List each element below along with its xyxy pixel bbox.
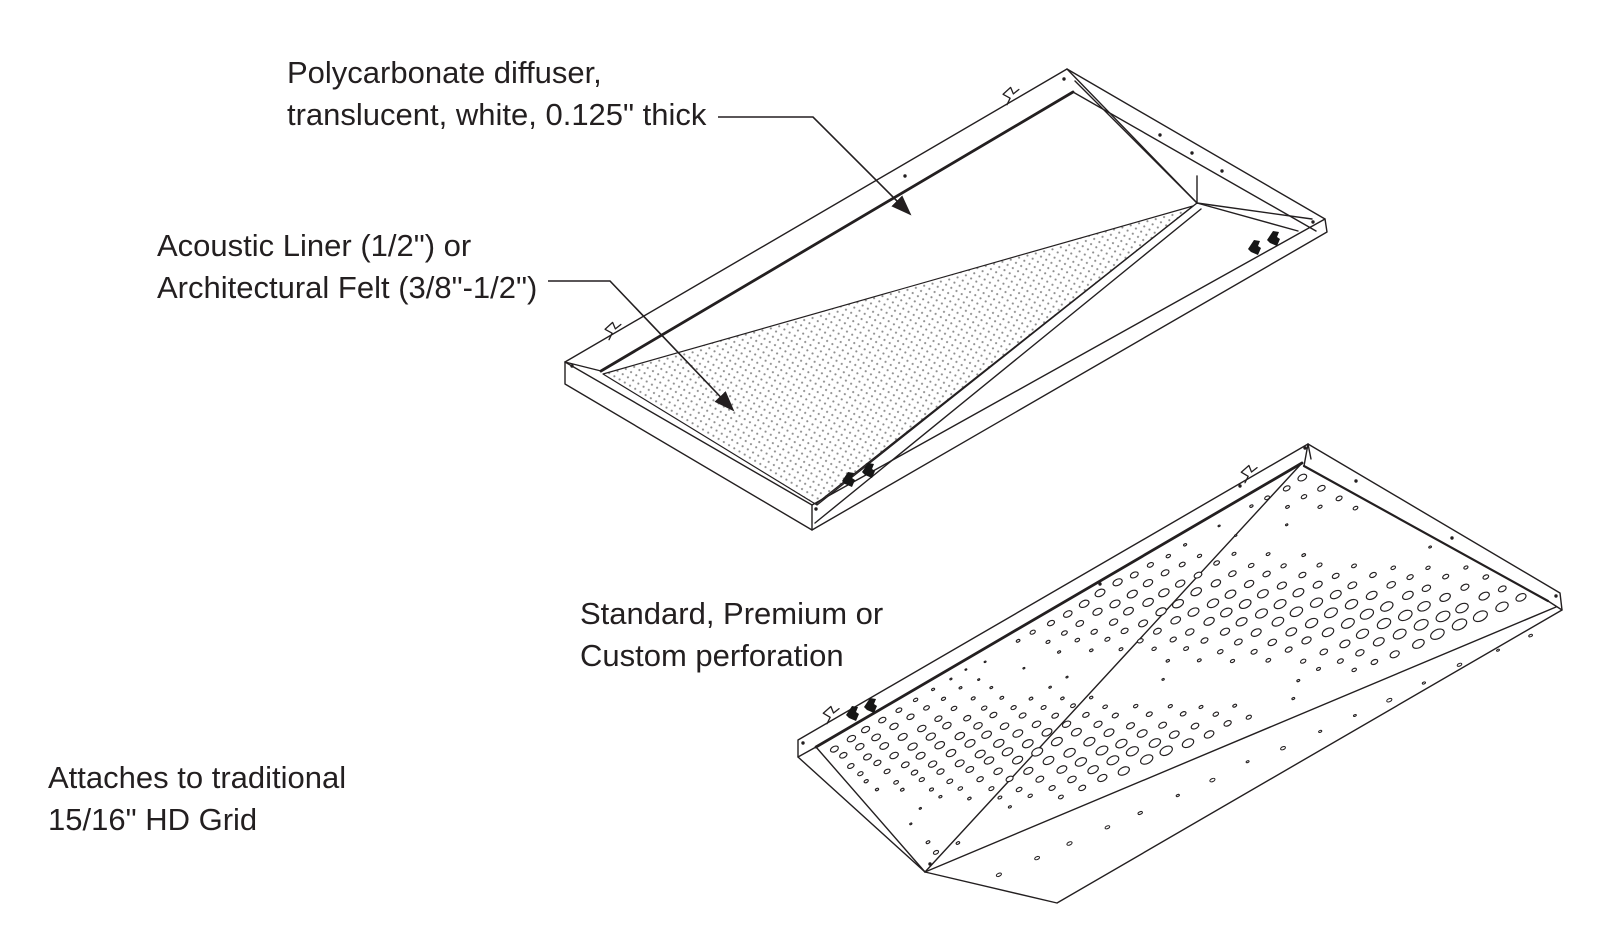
- diffuser-label: Polycarbonate diffuser, translucent, whi…: [287, 52, 706, 136]
- perforation-label-line1: Standard, Premium or: [580, 596, 884, 631]
- liner-label-line2: Architectural Felt (3/8"-1/2"): [157, 270, 538, 305]
- inner-rim-lower-2: [814, 208, 1202, 524]
- rivet-holes: [801, 446, 1558, 866]
- grid-label-line1: Attaches to traditional: [48, 760, 347, 795]
- perforation-label: Standard, Premium or Custom perforation: [580, 593, 883, 677]
- lip-perforation-holes: [995, 633, 1533, 878]
- rim-inner-edge-right: [1072, 91, 1317, 232]
- diffuser-label-line2: translucent, white, 0.125" thick: [287, 97, 707, 132]
- fold-to-right-1: [1196, 202, 1313, 220]
- inner-rim-lower-1: [815, 202, 1198, 505]
- top-corner-fold: [1303, 443, 1309, 467]
- rim-inner-edge-right: [1302, 464, 1550, 603]
- rim-inner-edge-thick: [599, 90, 1075, 373]
- bottom-lip-fold: [924, 606, 1557, 873]
- rim-inner-edge-thick: [814, 461, 1304, 749]
- perforation-holes: [829, 473, 1527, 855]
- top-panel-back-pan: [564, 68, 1328, 531]
- bottom-right-rim-edge: [811, 218, 1326, 506]
- rim-corner-connector: [564, 361, 602, 372]
- leader-diffuser: [718, 116, 912, 216]
- liner-label-line1: Acoustic Liner (1/2") or: [157, 228, 472, 263]
- fold-line-2: [1074, 80, 1198, 204]
- right-end-fold: [1547, 600, 1563, 611]
- left-wall-top-edge: [564, 361, 813, 506]
- bottom-panel-outline: [797, 443, 1563, 904]
- leader-lines: [548, 116, 912, 412]
- leader-liner: [548, 280, 735, 412]
- perforation-label-line2: Custom perforation: [580, 638, 844, 673]
- bottom-panel-perforated: [797, 443, 1563, 904]
- rivet-holes: [570, 77, 1315, 511]
- grid-label: Attaches to traditional 15/16" HD Grid: [48, 757, 346, 841]
- fold-to-right-2: [1196, 202, 1299, 232]
- diffuser-label-line1: Polycarbonate diffuser,: [287, 55, 602, 90]
- left-end-fold: [797, 746, 817, 758]
- grid-label-line2: 15/16" HD Grid: [48, 802, 258, 837]
- liner-label: Acoustic Liner (1/2") or Architectural F…: [157, 225, 537, 309]
- top-corner-face: [1307, 443, 1312, 460]
- face-left-edge: [815, 746, 926, 873]
- diagonal-crease: [924, 462, 1303, 873]
